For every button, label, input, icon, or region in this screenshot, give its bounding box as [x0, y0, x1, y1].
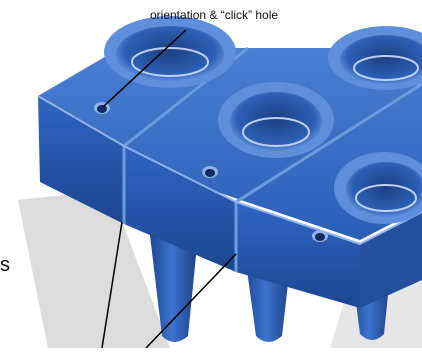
orientation-hole-icon — [94, 102, 110, 114]
segment-front-middle — [124, 146, 236, 272]
segment-hole-right — [312, 230, 328, 242]
callout-leader-groove-1 — [101, 221, 123, 349]
floor-shadow — [18, 190, 170, 348]
tube-cone-left — [150, 235, 198, 342]
callout-leader-hole — [103, 29, 187, 107]
groove-2-top — [235, 82, 422, 204]
callout-leader-groove-2 — [145, 253, 237, 349]
well-right — [334, 152, 422, 224]
segment-hole-middle — [202, 166, 218, 178]
strip-edge-highlight — [37, 95, 422, 246]
strip-top-face — [38, 48, 422, 240]
edge-text-fragment: s — [0, 254, 10, 276]
orientation-hole-callout: orientation & “click” hole — [150, 8, 279, 22]
segment-front-right — [236, 202, 360, 308]
segment-front-left — [38, 96, 124, 224]
well-top-left — [104, 16, 236, 88]
well-top-right — [328, 26, 422, 90]
well-middle — [218, 82, 334, 158]
